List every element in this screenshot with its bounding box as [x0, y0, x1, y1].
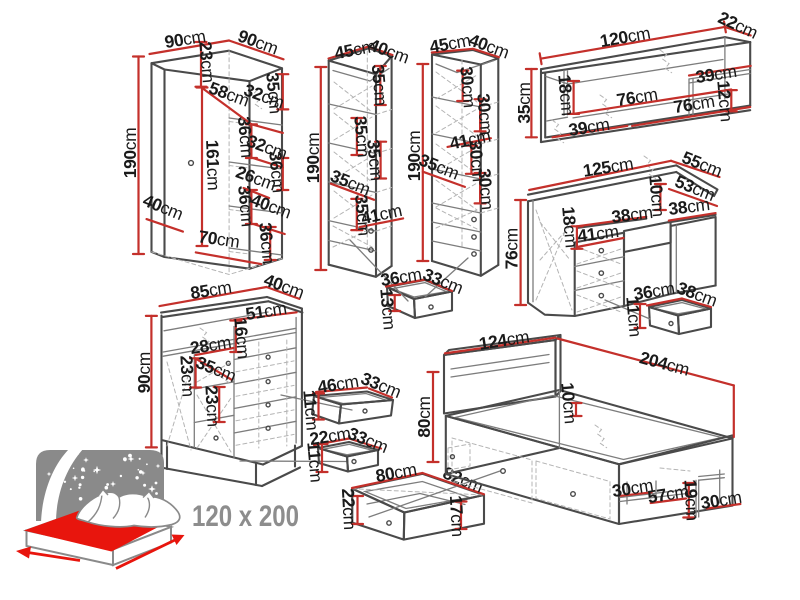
svg-text:39cm: 39cm	[694, 61, 738, 87]
svg-text:30cm: 30cm	[611, 475, 655, 501]
svg-text:23cm: 23cm	[195, 41, 219, 84]
svg-text:76cm: 76cm	[672, 91, 716, 117]
svg-text:76cm: 76cm	[501, 228, 521, 269]
svg-text:45cm: 45cm	[428, 30, 472, 57]
svg-text:23cm: 23cm	[201, 385, 223, 427]
svg-text:190cm: 190cm	[404, 131, 424, 182]
svg-text:13cm: 13cm	[376, 288, 400, 331]
svg-text:90cm: 90cm	[163, 26, 207, 52]
svg-text:23cm: 23cm	[176, 355, 198, 397]
svg-text:35cm: 35cm	[350, 115, 374, 158]
svg-text:10cm: 10cm	[645, 175, 669, 218]
svg-text:36cm: 36cm	[255, 222, 279, 265]
svg-text:22cm: 22cm	[338, 488, 360, 530]
svg-text:12cm: 12cm	[713, 80, 737, 123]
svg-text:38cm: 38cm	[667, 194, 710, 219]
svg-text:36cm: 36cm	[379, 264, 423, 290]
svg-text:85cm: 85cm	[189, 277, 233, 303]
svg-text:45cm: 45cm	[333, 36, 377, 63]
svg-text:19cm: 19cm	[680, 479, 702, 521]
svg-text:30cm: 30cm	[474, 168, 498, 211]
svg-text:35cm: 35cm	[351, 194, 375, 237]
svg-text:30cm: 30cm	[699, 487, 743, 513]
svg-text:120 x 200: 120 x 200	[192, 500, 299, 533]
svg-text:30cm: 30cm	[465, 140, 489, 183]
svg-text:11cm: 11cm	[299, 389, 322, 431]
svg-text:70cm: 70cm	[197, 226, 241, 252]
svg-text:190cm: 190cm	[120, 128, 140, 179]
svg-text:16cm: 16cm	[230, 317, 254, 360]
svg-text:36cm: 36cm	[265, 151, 289, 194]
svg-text:124cm: 124cm	[477, 326, 530, 354]
svg-text:35cm: 35cm	[368, 64, 392, 107]
svg-text:51cm: 51cm	[244, 298, 288, 324]
svg-text:41cm: 41cm	[359, 200, 403, 228]
svg-text:11cm: 11cm	[303, 441, 326, 483]
svg-text:35cm: 35cm	[262, 72, 286, 115]
svg-text:46cm: 46cm	[316, 371, 360, 397]
svg-text:36cm: 36cm	[632, 278, 676, 304]
svg-text:190cm: 190cm	[303, 133, 323, 184]
svg-text:90cm: 90cm	[134, 352, 154, 393]
svg-text:57cm: 57cm	[646, 481, 690, 507]
svg-text:125cm: 125cm	[581, 153, 634, 181]
svg-text:30cm: 30cm	[456, 66, 480, 109]
svg-text:18cm: 18cm	[554, 74, 578, 117]
svg-text:204cm: 204cm	[638, 347, 692, 379]
svg-text:35cm: 35cm	[514, 82, 534, 123]
svg-text:36cm: 36cm	[234, 116, 258, 159]
svg-text:22cm: 22cm	[308, 423, 352, 449]
svg-text:10cm: 10cm	[557, 382, 581, 425]
svg-text:41cm: 41cm	[448, 125, 492, 153]
svg-text:80cm: 80cm	[374, 459, 418, 486]
svg-text:35cm: 35cm	[363, 139, 387, 182]
svg-text:161cm: 161cm	[202, 139, 224, 190]
svg-text:30cm: 30cm	[473, 93, 497, 136]
svg-text:18cm: 18cm	[558, 206, 582, 249]
svg-text:38cm: 38cm	[610, 202, 653, 227]
svg-text:76cm: 76cm	[615, 84, 659, 110]
svg-text:41cm: 41cm	[576, 221, 619, 246]
svg-text:11cm: 11cm	[622, 296, 645, 338]
svg-text:17cm: 17cm	[446, 495, 468, 537]
svg-text:120cm: 120cm	[598, 23, 651, 51]
svg-text:36cm: 36cm	[234, 185, 258, 228]
svg-text:80cm: 80cm	[414, 396, 434, 437]
svg-text:39cm: 39cm	[567, 114, 611, 140]
svg-text:28cm: 28cm	[189, 332, 233, 358]
